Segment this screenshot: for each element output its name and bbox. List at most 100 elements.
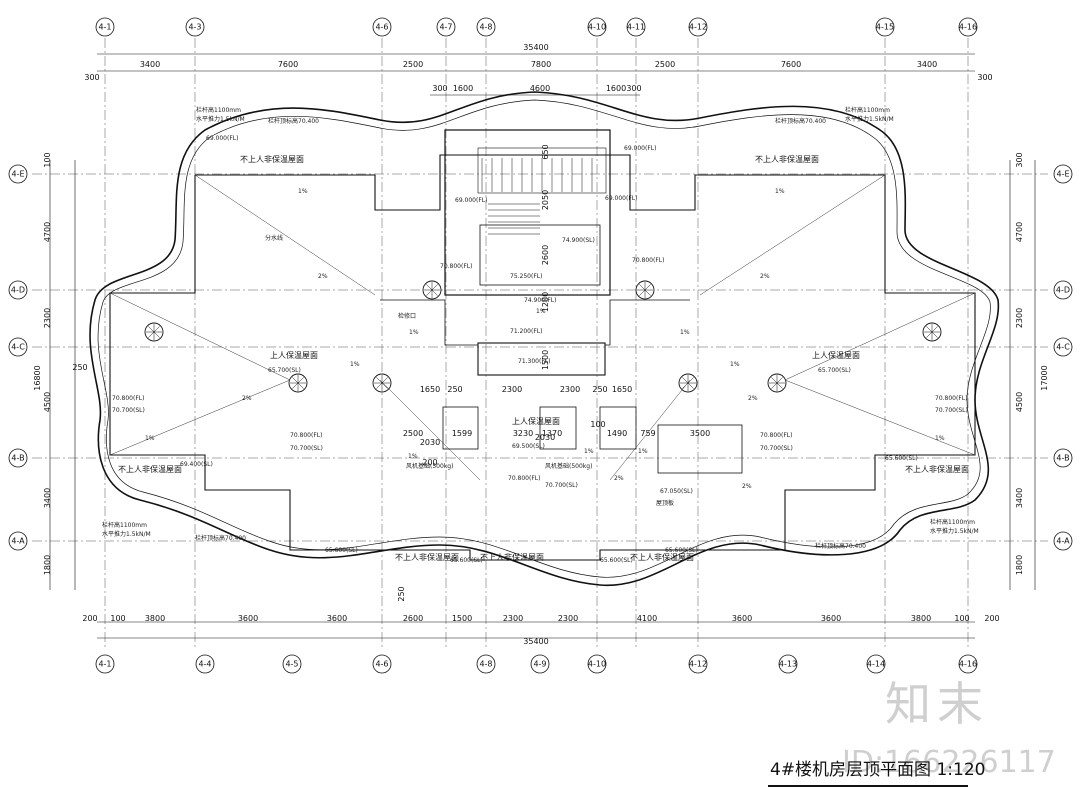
roof-drain-3: [372, 373, 392, 393]
axis-grid-lines: [32, 38, 1048, 650]
dim-right-1: 4700: [1015, 222, 1024, 242]
dim-stair-0: 650: [541, 144, 550, 159]
top-axis-bubble-9: 4-16: [958, 17, 978, 37]
top-axis-bubble-4: 4-8: [476, 17, 496, 37]
note-slab: 屋顶板: [656, 499, 674, 507]
note-hatch: 检修口: [398, 312, 416, 320]
title-underline: [768, 785, 968, 787]
parapet-outline: [89, 91, 1000, 586]
slope-label-12: 1%: [775, 188, 785, 195]
slope-label-13: 1%: [408, 453, 418, 460]
stair-treads: [481, 158, 593, 235]
roof-drain-5: [767, 373, 787, 393]
slope-label-15: 2%: [614, 475, 624, 482]
dim-bottom-row-10: 3800: [911, 614, 931, 623]
slope-label-4: 1%: [409, 329, 419, 336]
elev-e24: 65.600(SL): [600, 557, 633, 564]
top-axis-bubble-2: 4-6: [372, 17, 392, 37]
right-axis-bubble-4: 4-A: [1053, 531, 1073, 551]
elev-e31: 70.800(FL): [632, 257, 664, 264]
dim-box-1: 3230: [513, 429, 533, 438]
roof-drain-4: [678, 373, 698, 393]
label-upper-left-roof: 上人保温屋面: [270, 350, 318, 360]
note-ridge: 分水线: [265, 234, 283, 242]
dim-top-total: 35400: [523, 43, 548, 52]
slope-label-8: 2%: [760, 273, 770, 280]
dim-right-4: 3400: [1015, 488, 1024, 508]
note-railing-height-2: 栏杆高1100mm: [845, 106, 890, 114]
slope-label-7: 1%: [680, 329, 690, 336]
label-nonaccess-top-right: 不上人非保温屋面: [755, 154, 819, 164]
dim-left-2: 2300: [43, 308, 52, 328]
dim-left-total: 16800: [33, 365, 42, 390]
bottom-dimension-lines: [97, 621, 975, 639]
dim-misc-2: 2030: [535, 433, 555, 442]
right-axis-bubble-0: 4-E: [1053, 164, 1073, 184]
elev-e12: 69.000(FL): [605, 195, 637, 202]
roof-drain-7: [635, 280, 655, 300]
dim-top-sub-0: 300: [432, 84, 447, 93]
inner-roof-outline: [109, 154, 976, 561]
dim-right-5: 1800: [1015, 555, 1024, 575]
elev-e30: 70.800(FL): [440, 263, 472, 270]
dim-bottom-edge-3: 100: [954, 614, 969, 623]
roof-drain-1: [922, 322, 942, 342]
left-axis-bubble-1: 4-D: [8, 280, 28, 300]
bottom-axis-bubble-5-label: 4-9: [533, 660, 546, 669]
slope-label-9: 2%: [748, 395, 758, 402]
slope-label-6: 1%: [536, 308, 546, 315]
bottom-axis-bubble-3: 4-6: [372, 654, 392, 674]
note-railing-load-4: 水平推力1.5kN/M: [930, 527, 979, 535]
elev-e22: 65.600(SL): [325, 547, 358, 554]
slope-lines: [109, 174, 976, 481]
elev-e16: 71.200(FL): [510, 328, 542, 335]
dim-box-0: 1599: [452, 429, 472, 438]
side-dimension-lines: [49, 160, 1036, 590]
bottom-axis-bubble-5: 4-9: [530, 654, 550, 674]
label-nonaccess-top-left: 不上人非保温屋面: [240, 154, 304, 164]
top-axis-bubble-1: 4-3: [185, 17, 205, 37]
watermark-logo: 知末: [885, 677, 989, 731]
dim-misc-3: 100: [590, 420, 605, 429]
label-nonaccess-mid-right: 不上人非保温屋面: [905, 464, 969, 474]
top-axis-bubble-4-label: 4-8: [479, 23, 492, 32]
elev-e26: 65.600(SL): [885, 455, 918, 462]
dim-stair-4: 1500: [541, 350, 550, 370]
slope-label-2: 1%: [145, 435, 155, 442]
right-axis-bubble-3-label: 4-B: [1056, 454, 1069, 463]
elev-e1: 65.700(SL): [268, 367, 301, 374]
fan-base-2: [539, 406, 577, 450]
left-axis-bubble-3: 4-B: [8, 448, 28, 468]
bottom-axis-bubble-6-label: 4-10: [588, 660, 606, 669]
top-axis-bubble-0-label: 4-1: [98, 23, 111, 32]
dim-bottom-row-0: 3800: [145, 614, 165, 623]
note-railing-load-1: 水平推力1.5kN/M: [196, 115, 245, 123]
slope-labels: 1%2%1%1%1%2%1%1%2%2%1%1%1%1%2%2%1%1%: [145, 188, 945, 490]
dim-mid-5: 1650: [612, 385, 632, 394]
bottom-axis-bubble-7: 4-12: [688, 654, 708, 674]
slope-label-3: 1%: [350, 361, 360, 368]
elevator-box: [479, 224, 601, 286]
elev-e10: 70.700(SL): [760, 445, 793, 452]
dim-misc-0: 2500: [403, 429, 423, 438]
dim-top-row-5: 7600: [781, 60, 801, 69]
top-axis-bubble-1-label: 4-3: [188, 23, 201, 32]
roof-drains: [144, 280, 942, 393]
elev-e4: 70.700(SL): [112, 407, 145, 414]
slope-label-16: 1%: [584, 448, 594, 455]
right-axis-bubbles: 4-E4-D4-C4-B4-A: [1053, 164, 1073, 551]
dim-mid-3: 2300: [560, 385, 580, 394]
dim-stair-1: 2050: [541, 190, 550, 210]
top-axis-bubble-7-label: 4-12: [689, 23, 707, 32]
elev-e23: 65.600(SL): [450, 557, 483, 564]
elev-e7: 70.800(FL): [290, 432, 322, 439]
dim-right-3: 4500: [1015, 392, 1024, 412]
slope-label-10: 1%: [935, 435, 945, 442]
dim-mid-2: 2300: [502, 385, 522, 394]
